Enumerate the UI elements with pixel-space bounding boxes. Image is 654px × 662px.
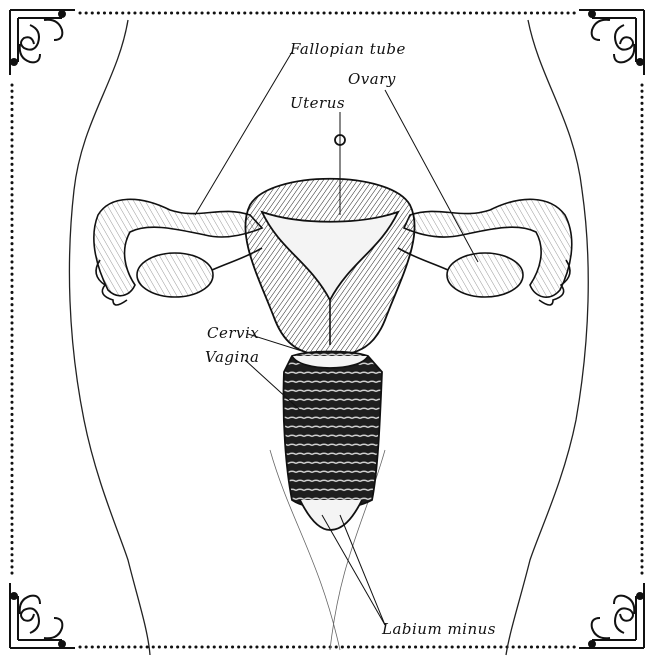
label-cervix: Cervix bbox=[207, 324, 259, 342]
uterus bbox=[245, 135, 414, 356]
label-fallopian-tube: Fallopian tube bbox=[290, 40, 406, 58]
label-vagina: Vagina bbox=[205, 348, 259, 366]
corner-flourish-bottom-right bbox=[579, 583, 644, 648]
corner-flourish-top-right bbox=[579, 10, 644, 75]
label-labium-minus: Labium minus bbox=[382, 620, 496, 638]
label-uterus: Uterus bbox=[290, 94, 345, 112]
corner-flourish-bottom-left bbox=[10, 583, 75, 648]
vagina bbox=[283, 352, 382, 531]
corner-flourish-top-left bbox=[10, 10, 75, 75]
label-ovary: Ovary bbox=[348, 70, 396, 88]
